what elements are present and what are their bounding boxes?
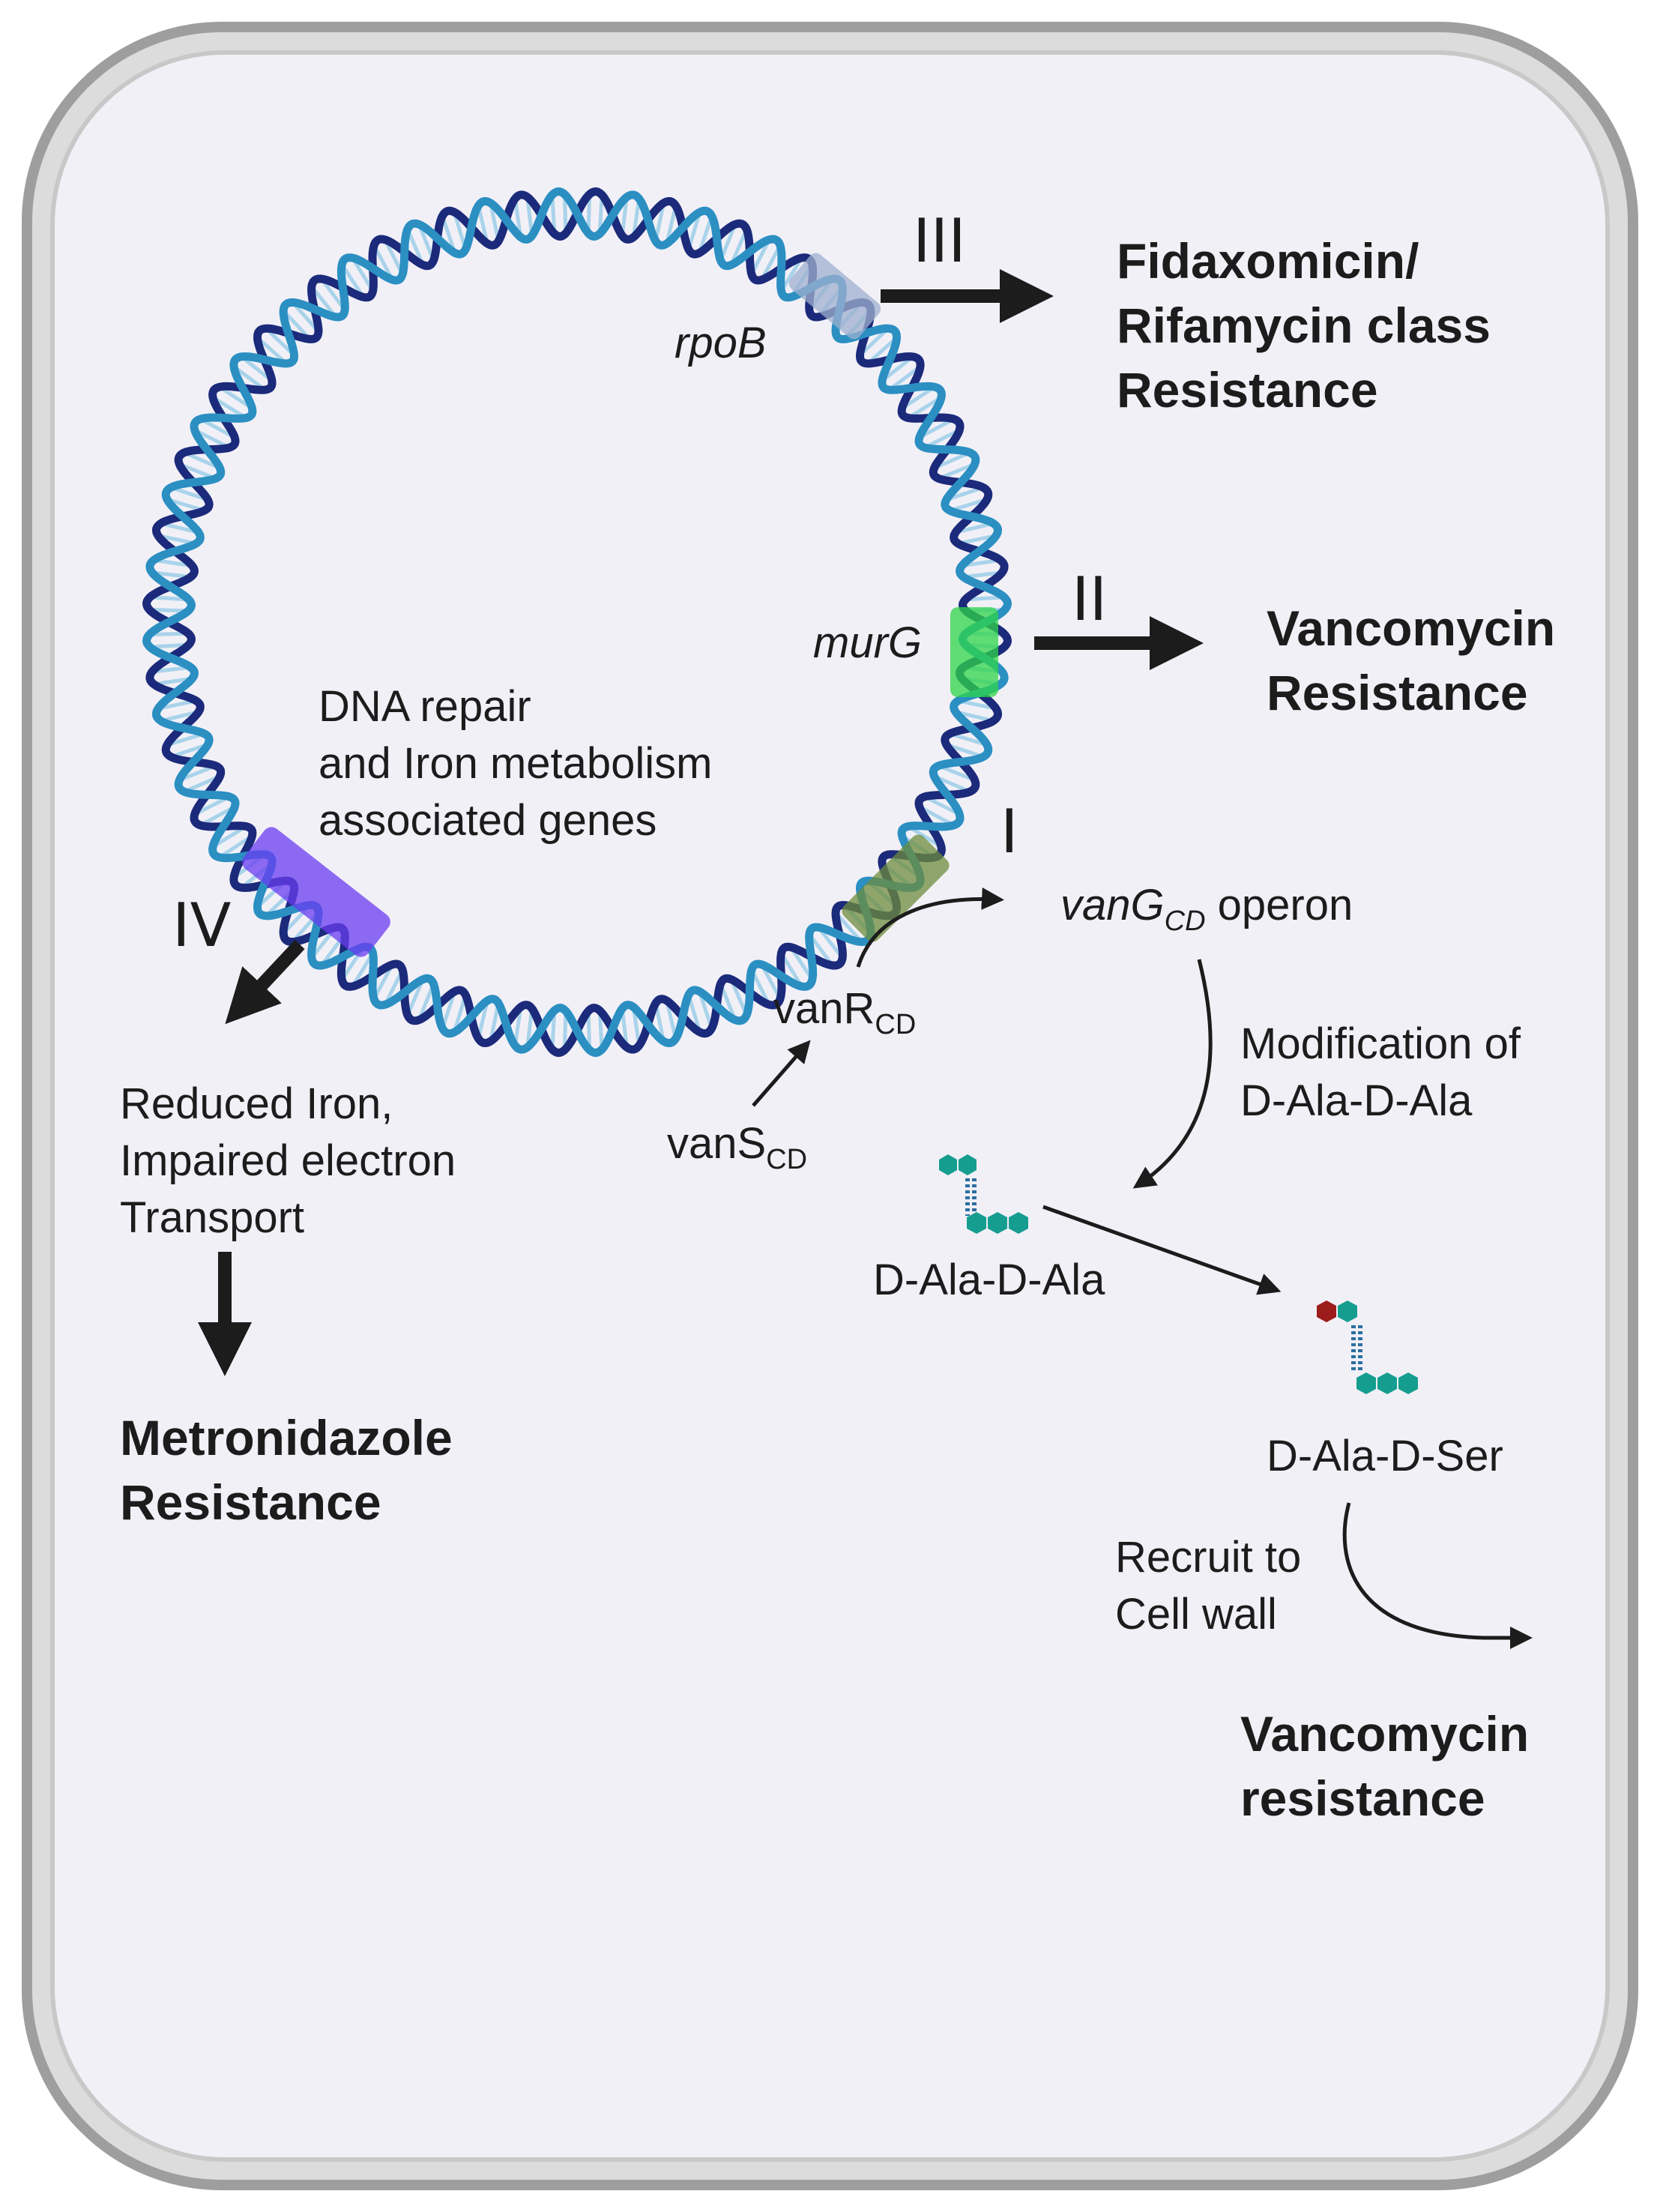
arrow-vanr-to-operon [856,887,1004,968]
arrow-operon-to-dala [1132,959,1213,1189]
vanS-label: vanSCD [667,1119,808,1175]
pathway-label-ii: II [1072,564,1108,634]
murG-gene-highlight [950,607,998,697]
pathway-label-iv: IV [172,890,232,960]
arrow-vans-to-vanr [752,1040,811,1107]
iv-gene-highlight [242,827,390,957]
dala-dser-label: D-Ala-D-Ser [1267,1432,1503,1480]
vancomycin-resistance-final-label: Vancomycin resistance [1240,1706,1530,1826]
dala-dala-molecule-icon [939,1154,1028,1234]
vanG-gene-highlight [842,834,950,942]
dala-dser-molecule-icon [1317,1301,1418,1394]
vanG-operon-label: vanGCD operon [1060,881,1353,937]
murG-gene-label: murG [813,618,922,667]
arrow-iv [225,939,305,1025]
reduced-iron-label: Reduced Iron, Impaired electron Transpor… [120,1079,456,1242]
dala-dala-label: D-Ala-D-Ala [873,1256,1105,1304]
arrow-dala-to-dser [1042,1205,1282,1295]
dna-repair-genes-label: DNA repair and Iron metabolism associate… [319,682,713,845]
arrow-recruit-to-cellwall [1342,1502,1533,1649]
modification-label: Modification of D-Ala-D-Ala [1240,1019,1521,1125]
cell-membrane [50,50,1610,2162]
dna-strand-inner [142,187,1012,1058]
vanR-label: vanRCD [773,984,917,1040]
pathway-label-i: I [1000,797,1018,867]
pathway-label-iii: III [913,206,966,276]
rpoB-gene-highlight [788,253,881,340]
recruit-cell-wall-label: Recruit to Cell wall [1115,1533,1302,1639]
rpoB-gene-label: rpoB [674,319,767,367]
vancomycin-resistance-murg-label: Vancomycin Resistance [1267,600,1556,720]
fidaxomicin-rifamycin-resistance-label: Fidaxomicin/ Rifamycin class Resistance [1117,233,1491,418]
metronidazole-resistance-label: Metronidazole Resistance [120,1410,453,1530]
